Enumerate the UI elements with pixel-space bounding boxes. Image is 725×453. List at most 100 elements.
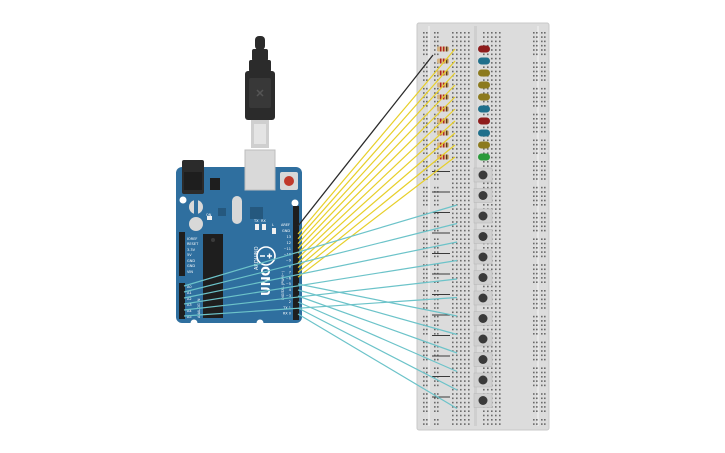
breadboard-hole	[491, 285, 493, 288]
pushbutton-cap[interactable]	[478, 273, 488, 282]
wire-button[interactable]	[183, 278, 458, 311]
wire-button[interactable]	[297, 313, 458, 410]
breadboard-hole	[487, 126, 489, 129]
breadboard-hole	[536, 367, 538, 369]
pushbutton-cap[interactable]	[478, 355, 488, 364]
pushbutton-cap[interactable]	[478, 293, 488, 303]
breadboard-hole	[499, 70, 501, 73]
wire-led[interactable]	[297, 144, 456, 273]
led[interactable]	[478, 105, 490, 113]
wire-button[interactable]	[297, 301, 458, 373]
breadboard-hole	[452, 161, 454, 163]
breadboard-hole	[437, 358, 439, 361]
breadboard-hole	[487, 285, 489, 288]
breadboard-hole	[434, 320, 436, 322]
breadboard-hole	[536, 320, 538, 322]
wire-led[interactable]	[297, 48, 456, 235]
breadboard-hole	[464, 126, 466, 129]
breadboard-hole	[452, 79, 454, 81]
pushbutton-cap[interactable]	[478, 375, 488, 385]
led[interactable]	[478, 45, 490, 53]
breadboard-hole	[499, 208, 501, 210]
breadboard-hole	[487, 92, 489, 94]
breadboard-hole	[491, 247, 493, 249]
breadboard-hole	[533, 393, 535, 395]
breadboard-hole	[495, 156, 497, 159]
wire-led[interactable]	[297, 108, 456, 259]
wire-button[interactable]	[183, 204, 458, 287]
breadboard-hole	[423, 161, 425, 163]
led[interactable]	[478, 93, 490, 101]
infinity-logo-icon	[260, 253, 272, 259]
pushbutton-cap[interactable]	[478, 314, 488, 323]
arduino-uno-board[interactable]: ARDUINO UNO ON TX RX L IOREF RESET 3.3V …	[176, 149, 302, 327]
breadboard-hole	[464, 285, 466, 288]
wire-led[interactable]	[297, 120, 456, 264]
breadboard-hole	[544, 410, 546, 412]
wire-button[interactable]	[297, 295, 458, 354]
wire-ground[interactable]	[297, 54, 434, 227]
wire-button[interactable]	[297, 307, 458, 391]
wire-led[interactable]	[297, 132, 456, 269]
led[interactable]	[478, 117, 490, 125]
wire-led[interactable]	[297, 84, 456, 249]
wire-button[interactable]	[297, 289, 458, 336]
led[interactable]	[478, 153, 490, 161]
breadboard-hole	[434, 152, 436, 154]
pushbutton-cap[interactable]	[478, 232, 488, 241]
breadboard-hole	[423, 238, 425, 240]
pushbutton-cap[interactable]	[478, 334, 488, 344]
pushbutton-cap[interactable]	[478, 211, 488, 221]
breadboard-hole	[468, 70, 470, 73]
breadboard-hole	[460, 32, 462, 34]
breadboard-hole	[495, 178, 497, 180]
led[interactable]	[478, 81, 490, 89]
breadboard-hole	[487, 32, 489, 34]
breadboard-hole	[464, 247, 466, 249]
wire-led[interactable]	[297, 60, 456, 240]
breadboard-hole	[483, 285, 485, 288]
wire-button[interactable]	[183, 241, 458, 299]
breadboard-hole	[437, 320, 439, 322]
breadboard-hole	[499, 333, 501, 335]
breadboard-hole	[491, 122, 493, 124]
wire-button[interactable]	[183, 296, 458, 317]
pushbutton-cap[interactable]	[478, 252, 488, 262]
breadboard-hole	[495, 130, 497, 133]
breadboard-hole	[464, 234, 466, 236]
breadboard-hole	[423, 178, 425, 180]
pushbutton-cap[interactable]	[478, 170, 488, 180]
led[interactable]	[478, 129, 490, 137]
breadboard-hole	[452, 53, 454, 56]
digital-header[interactable]	[293, 206, 299, 320]
led[interactable]	[478, 57, 490, 65]
breadboard-hole	[452, 371, 454, 374]
breadboard-hole	[423, 264, 425, 266]
pushbutton-cap[interactable]	[478, 191, 488, 200]
breadboard-hole	[460, 169, 462, 172]
wire-led[interactable]	[297, 72, 456, 245]
wire-bundle[interactable]	[183, 48, 458, 410]
breadboard[interactable]	[416, 22, 550, 431]
analog-header[interactable]	[179, 283, 185, 319]
breadboard-hole	[464, 212, 466, 215]
breadboard-hole	[456, 345, 458, 348]
power-header[interactable]	[179, 232, 185, 276]
breadboard-hole	[434, 229, 436, 232]
pushbutton-cap[interactable]	[478, 396, 488, 405]
breadboard-hole	[464, 350, 466, 352]
led[interactable]	[478, 141, 490, 149]
breadboard-hole	[495, 191, 497, 193]
wire-button[interactable]	[297, 283, 458, 317]
wire-led[interactable]	[297, 96, 456, 254]
breadboard-hole	[434, 397, 436, 400]
led[interactable]	[478, 69, 490, 77]
breadboard-hole	[460, 234, 462, 236]
wire-button[interactable]	[183, 222, 458, 293]
reset-button-cap[interactable]	[284, 176, 294, 186]
breadboard-hole	[437, 380, 439, 382]
breadboard-hole	[423, 216, 425, 219]
wire-button[interactable]	[183, 259, 458, 305]
usb-cable[interactable]	[245, 36, 275, 148]
